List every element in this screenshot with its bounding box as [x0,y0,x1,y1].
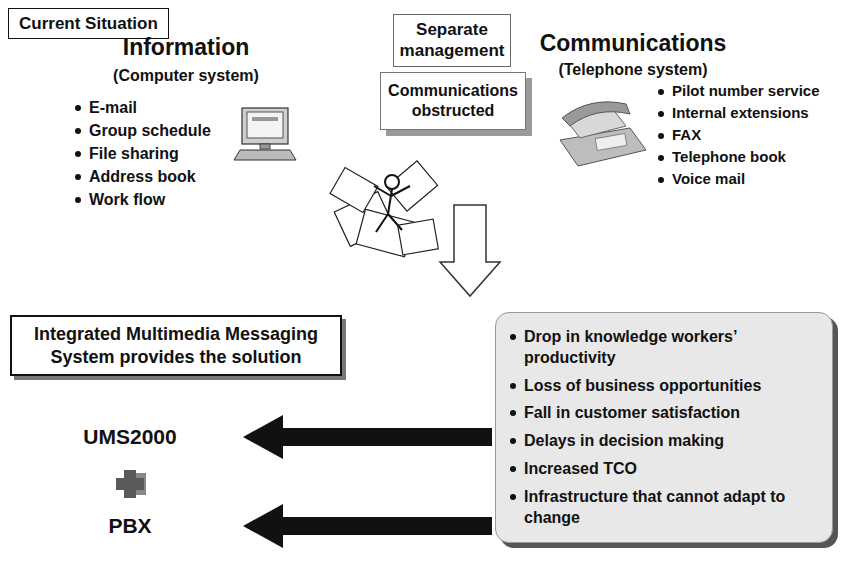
product-name: UMS2000 [83,425,176,449]
bullet-dot [75,128,81,134]
hollow-down-arrow [440,205,500,296]
text-slot: (Computer system) [5,66,367,85]
bullet-dot [510,410,516,416]
plus-symbol [116,470,146,498]
bullet-dot [75,174,81,180]
bullet-dot [658,155,664,161]
confused-person [374,175,410,232]
ellipse-heading: (Telephone system) [558,61,707,78]
problem-box: Communications obstructed [380,72,526,130]
bullet-text: Address book [89,167,196,186]
bullet-dot [658,133,664,139]
solution-heading: Integrated Multimedia Messaging System p… [10,315,342,376]
bullet-text: Internal extensions [672,104,809,122]
box-text: Current Situation [19,13,158,34]
product-starburst: PBX [20,498,240,554]
block-arrow [279,517,492,535]
bullet-item: Drop in knowledge workers’ productivity [510,327,822,369]
bullet-item: Loss of business opportunities [510,376,822,397]
issues-list: Drop in knowledge workers’ productivityL… [495,312,833,543]
block-arrow [279,428,492,446]
bullet-dot [75,151,81,157]
bullet-text: Fall in customer satisfaction [524,403,740,424]
bullet-dot [75,105,81,111]
bullet-text: FAX [672,126,701,144]
box-text: Separate management [398,19,506,62]
computer-icon [234,108,296,160]
bullet-text: Drop in knowledge workers’ productivity [524,327,822,369]
box-text: Integrated Multimedia Messaging System p… [20,323,332,368]
bullet-dot [510,466,516,472]
text-slot: (Telephone system) [518,60,748,79]
text-slot: Pilot number service [658,82,820,100]
bullet-dot [658,111,664,117]
bullet-text: Increased TCO [524,459,637,480]
bullet-item: Infrastructure that cannot adapt to chan… [510,487,822,529]
bullet-item: Delays in decision making [510,431,822,452]
text-slot: Voice mail [658,170,745,188]
bullet-text: Pilot number service [672,82,820,100]
ellipse-heading: (Computer system) [113,67,259,84]
bullet-text: Voice mail [672,170,745,188]
scattered-papers [330,161,438,257]
bullet-text: Group schedule [89,121,211,140]
product-starburst: UMS2000 [20,408,240,466]
text-slot: Internal extensions [658,104,809,122]
bullet-text: File sharing [89,144,179,163]
text-slot: Address book [75,167,196,186]
bullet-dot [658,89,664,95]
bullet-text: Loss of business opportunities [524,376,761,397]
bullet-dot [510,383,516,389]
product-name: PBX [108,514,151,538]
text-slot: File sharing [75,144,179,163]
info-ellipse: Information (Computer system) E-mailGroup … [5,16,367,220]
ellipse-heading: Communications [540,30,727,56]
bullet-dot [658,177,664,183]
comm-ellipse: Communications (Telephone system) Pilot nu… [508,18,838,222]
text-slot: Work flow [75,190,165,209]
note-box: Separate management [393,14,511,67]
text-slot: E-mail [75,98,137,117]
text-slot: Communications [518,30,748,58]
bullet-text: Delays in decision making [524,431,724,452]
ellipse-heading: Information [123,34,250,60]
telephone-icon [560,102,646,166]
bullet-text: Work flow [89,190,165,209]
bullet-dot [510,438,516,444]
bullet-dot [510,494,516,500]
bullet-item: Increased TCO [510,459,822,480]
bullet-item: Fall in customer satisfaction [510,403,822,424]
text-slot: Telephone book [658,148,786,166]
bullet-dot [75,197,81,203]
bullet-text: Infrastructure that cannot adapt to chan… [524,487,822,529]
top-panel [0,0,842,298]
box-text: Communications obstructed [387,81,519,121]
text-slot: FAX [658,126,701,144]
text-slot: Information [5,34,367,62]
text-slot: Group schedule [75,121,211,140]
bullet-dot [510,334,516,340]
bullet-text: E-mail [89,98,137,117]
bullet-text: Telephone book [672,148,786,166]
